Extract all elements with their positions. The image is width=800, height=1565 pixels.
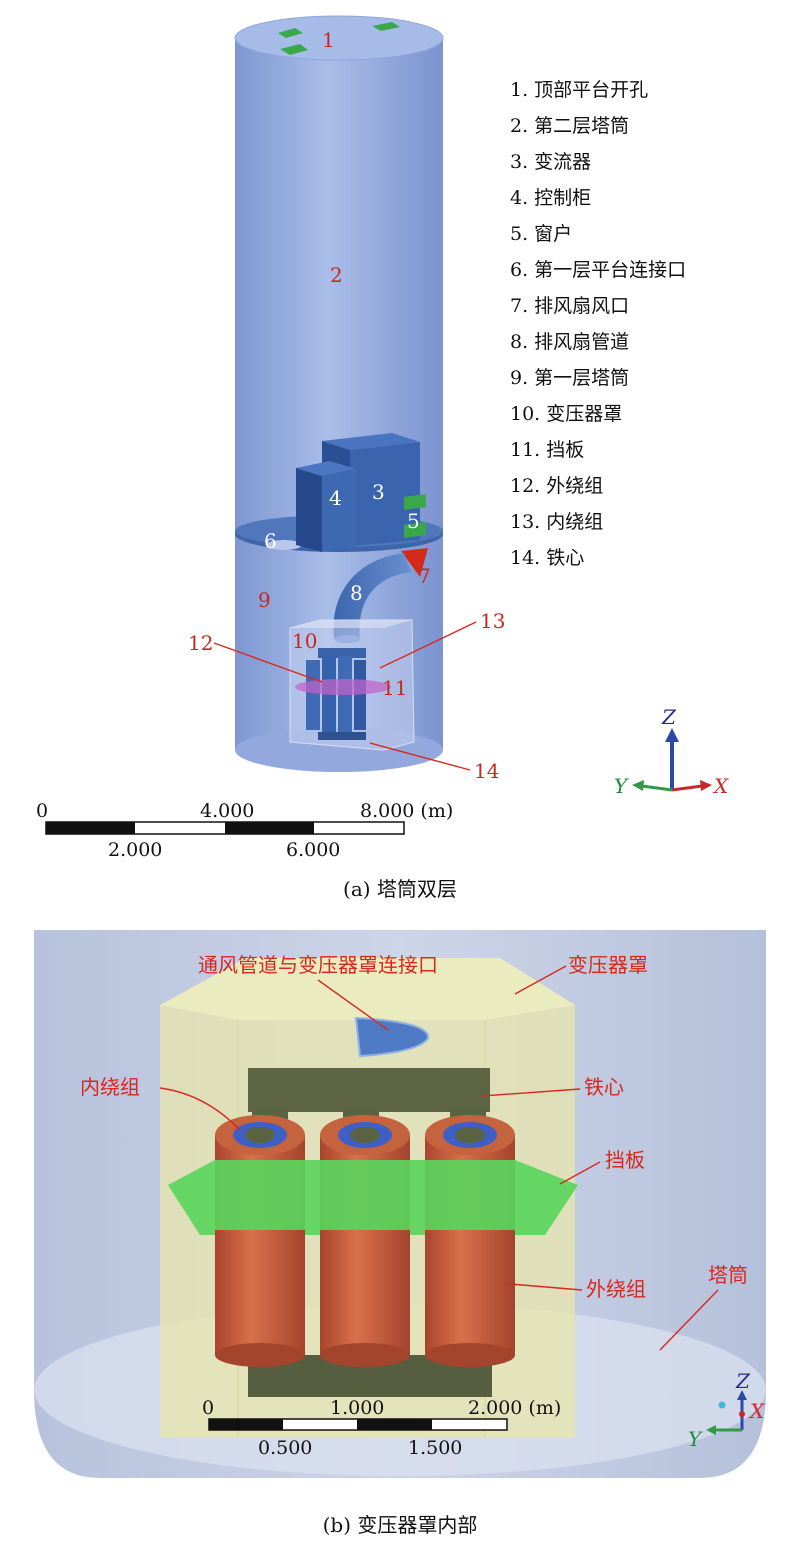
label-inner-winding: 内绕组 — [80, 1075, 140, 1099]
scale-bar-a: 0 4.000 8.000 (m) 2.000 6.000 — [36, 800, 453, 861]
leader-baffle — [559, 1161, 601, 1185]
axis-label-z: Z — [661, 705, 677, 729]
lower-windings — [215, 1230, 515, 1367]
part-number-1: 1 — [322, 28, 335, 52]
legend-item: 2. 第二层塔筒 — [510, 115, 629, 137]
label-cover: 变压器罩 — [568, 953, 648, 977]
caption-a: (a) 塔筒双层 — [343, 877, 457, 901]
label-duct-connection: 通风管道与变压器罩连接口 — [198, 953, 438, 977]
axis-triad-b: Z X Y — [688, 1369, 765, 1451]
scale-label: 4.000 — [200, 800, 254, 822]
axis-label-x: X — [748, 1399, 765, 1423]
part-number-2: 2 — [330, 263, 343, 287]
part-number-14: 14 — [474, 759, 499, 783]
legend-item: 7. 排风扇风口 — [510, 295, 629, 317]
leader-cover — [514, 965, 567, 995]
scale-label: 0.500 — [258, 1437, 312, 1459]
legend-item: 10. 变压器罩 — [510, 403, 622, 425]
leader-13 — [379, 621, 477, 669]
part-number-5: 5 — [407, 509, 420, 533]
duct-connection-shape — [354, 1016, 429, 1058]
legend-item: 8. 排风扇管道 — [510, 331, 629, 353]
leader-core — [481, 1088, 581, 1097]
top-platform-openings — [278, 22, 400, 55]
scale-label: 6.000 — [286, 839, 340, 861]
leader-14 — [369, 742, 471, 771]
part-number-3: 3 — [372, 480, 385, 504]
part-number-4: 4 — [329, 486, 342, 510]
legend-item: 5. 窗户 — [510, 223, 572, 245]
part-number-11: 11 — [382, 676, 407, 700]
scale-label: 2.000 (m) — [468, 1397, 561, 1419]
legend-item: 13. 内绕组 — [510, 511, 603, 533]
legend-item: 3. 变流器 — [510, 151, 591, 173]
leader-duct — [317, 979, 389, 1031]
legend-item: 1. 顶部平台开孔 — [510, 79, 648, 101]
part-number-6: 6 — [264, 529, 277, 553]
label-baffle: 挡板 — [605, 1148, 645, 1172]
baffle-plate — [168, 1160, 578, 1235]
legend-item: 14. 铁心 — [510, 547, 584, 569]
scale-label: 2.000 — [108, 839, 162, 861]
panel-b: 通风管道与变压器罩连接口 变压器罩 内绕组 铁心 挡板 外绕组 塔筒 Z X Y… — [34, 930, 766, 1537]
exhaust-fan-vent — [401, 548, 428, 577]
legend-item: 4. 控制柜 — [510, 187, 591, 209]
label-outer-winding: 外绕组 — [586, 1277, 646, 1301]
windows — [404, 494, 426, 538]
leader-outer-winding — [509, 1283, 583, 1291]
part-number-13: 13 — [480, 609, 505, 633]
leader-tower — [659, 1289, 719, 1351]
part-number-9: 9 — [258, 588, 271, 612]
axis-label-y: Y — [614, 774, 629, 798]
caption-b: (b) 变压器罩内部 — [323, 1513, 478, 1537]
legend-item: 9. 第一层塔筒 — [510, 367, 629, 389]
transformer-internals — [295, 648, 391, 740]
axis-label-y: Y — [688, 1427, 703, 1451]
part-number-10: 10 — [292, 629, 317, 653]
part-number-8: 8 — [350, 581, 363, 605]
scale-bar-b: 0 1.000 2.000 (m) 0.500 1.500 — [202, 1397, 561, 1459]
axis-triad-a: Z X Y — [614, 705, 729, 798]
scale-label: 8.000 (m) — [360, 800, 453, 822]
part-number-12: 12 — [188, 631, 213, 655]
leader-12 — [213, 642, 323, 683]
axis-label-z: Z — [735, 1369, 751, 1393]
label-tower: 塔筒 — [708, 1263, 748, 1287]
legend-item: 6. 第一层平台连接口 — [510, 259, 686, 281]
scale-label: 1.500 — [408, 1437, 462, 1459]
legend-item: 11. 挡板 — [510, 439, 584, 461]
legend-item: 12. 外绕组 — [510, 475, 603, 497]
scale-label: 0 — [202, 1397, 214, 1419]
control-cabinet — [296, 461, 356, 552]
scale-label: 1.000 — [330, 1397, 384, 1419]
part-number-7: 7 — [418, 564, 431, 588]
axis-label-x: X — [712, 774, 729, 798]
scale-label: 0 — [36, 800, 48, 822]
leader-inner-winding — [159, 1087, 241, 1131]
label-core: 铁心 — [584, 1075, 624, 1099]
panel-a: 1 2 3 4 5 6 7 8 9 10 11 12 13 14 1. 顶部平台… — [36, 15, 729, 901]
parts-legend: 1. 顶部平台开孔 2. 第二层塔筒 3. 变流器 4. 控制柜 5. 窗户 6… — [510, 79, 686, 569]
